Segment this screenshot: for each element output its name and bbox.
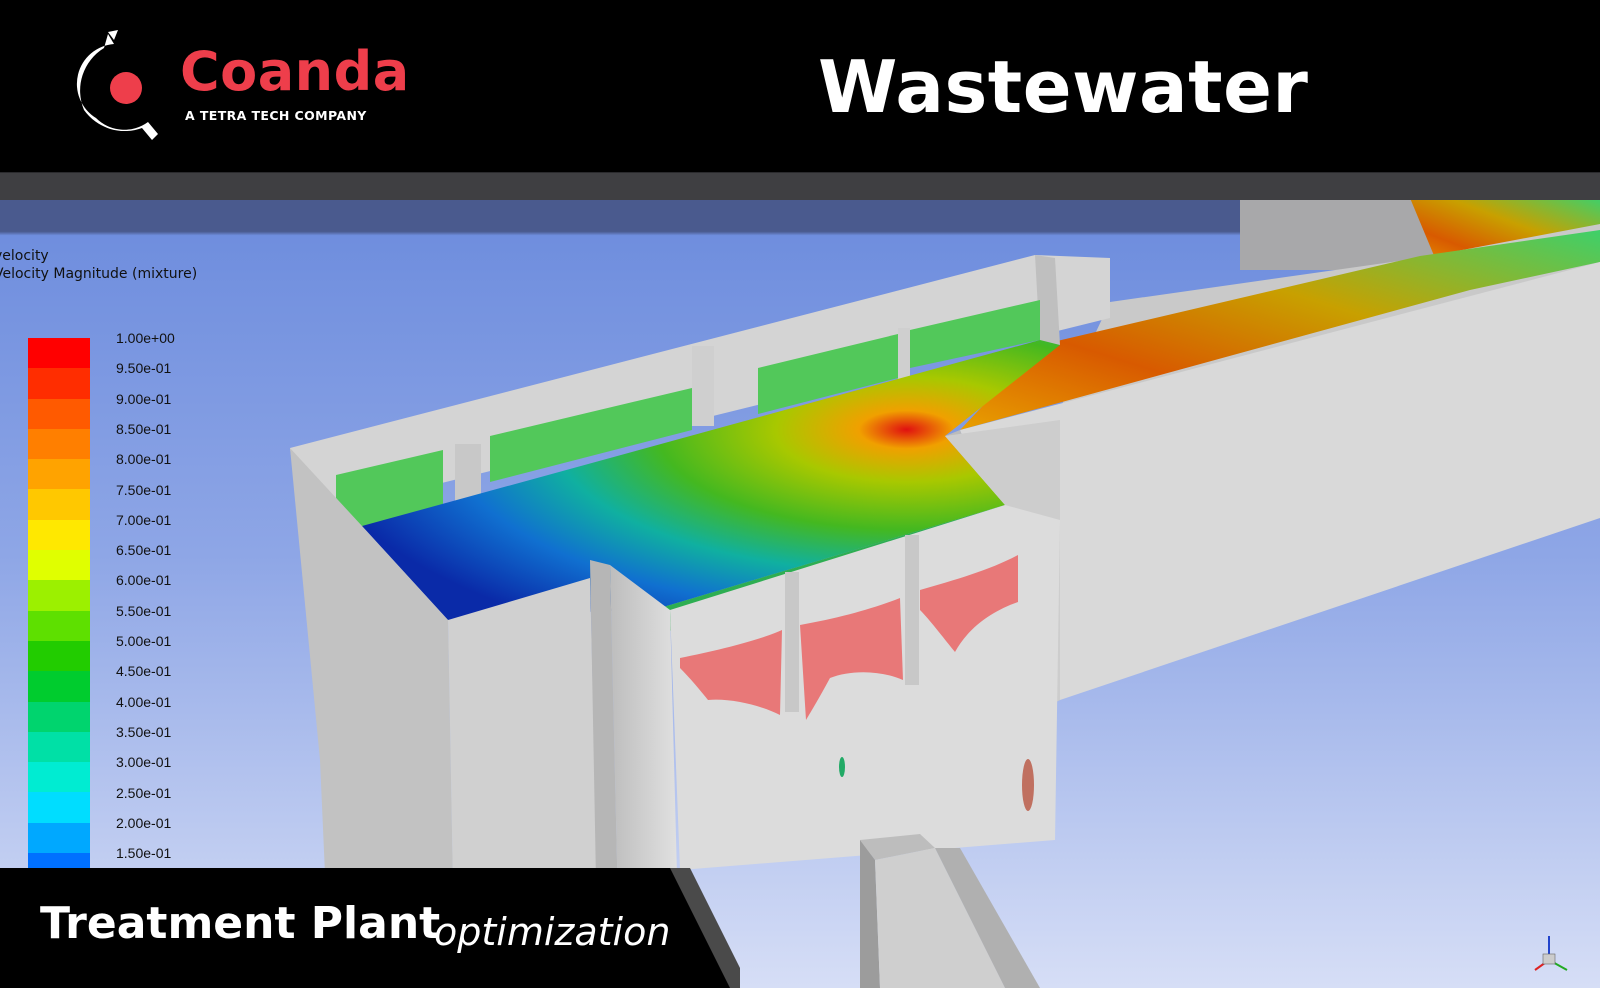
legend-label: 5.50e-01 xyxy=(116,602,172,619)
legend-label: 3.50e-01 xyxy=(116,723,172,740)
legend-label: 5.00e-01 xyxy=(116,633,172,649)
footer-title: Treatment Plant xyxy=(40,898,441,949)
legend-label: 4.50e-01 xyxy=(116,663,172,680)
legend-label: 3.00e-01 xyxy=(116,754,172,771)
legend-label: 2.50e-01 xyxy=(116,784,172,801)
xyz-axis-icon xyxy=(1534,936,1568,971)
brand-name: Coanda xyxy=(180,40,410,103)
legend-color-step xyxy=(28,731,90,763)
legend-title: velocity xyxy=(0,248,49,264)
legend-label: 8.50e-01 xyxy=(116,420,172,437)
header-bar: Coanda A TETRA TECH COMPANY Wastewater xyxy=(0,0,1600,172)
legend-subtitle: Velocity Magnitude (mixture) xyxy=(0,266,198,282)
legend-label: 7.50e-01 xyxy=(116,481,172,498)
legend-color-step xyxy=(28,428,90,460)
footer-subtitle: optimization xyxy=(434,910,671,954)
brand-tagline: A TETRA TECH COMPANY xyxy=(185,108,367,123)
legend-label: 6.00e-01 xyxy=(116,572,172,589)
legend-label: 4.00e-01 xyxy=(116,693,172,710)
legend-color-step xyxy=(28,701,90,732)
legend-label: 8.00e-01 xyxy=(116,451,172,468)
legend-color-step xyxy=(28,398,90,429)
legend-color-step xyxy=(28,550,90,581)
legend-label: 9.00e-01 xyxy=(116,390,172,407)
legend-color-step xyxy=(28,368,90,399)
legend-colorbar xyxy=(28,338,90,884)
legend-color-step xyxy=(28,519,90,551)
coanda-logo-icon xyxy=(76,30,158,140)
footer-background xyxy=(0,868,740,988)
legend-color-step xyxy=(28,762,90,793)
legend-label: 7.00e-01 xyxy=(116,511,172,528)
legend-color-step xyxy=(28,792,90,823)
legend-label: 6.50e-01 xyxy=(116,542,172,559)
legend-color-step xyxy=(28,580,90,611)
legend-color-step xyxy=(28,640,90,672)
legend-color-step xyxy=(28,489,90,520)
legend-color-step xyxy=(28,822,90,854)
legend-label: 2.00e-01 xyxy=(116,814,172,831)
legend-label: 1.50e-01 xyxy=(116,845,172,862)
footer-banner: Treatment Plant optimization xyxy=(0,868,740,988)
legend-color-step xyxy=(28,338,90,369)
legend-label: 9.50e-01 xyxy=(116,360,172,377)
page-title: Wastewater xyxy=(818,45,1309,129)
legend-color-step xyxy=(28,459,90,490)
legend-label: 1.00e+00 xyxy=(116,330,175,346)
legend-color-step xyxy=(28,610,90,641)
legend-color-step xyxy=(28,671,90,702)
viewport-top-bar xyxy=(0,172,1600,201)
